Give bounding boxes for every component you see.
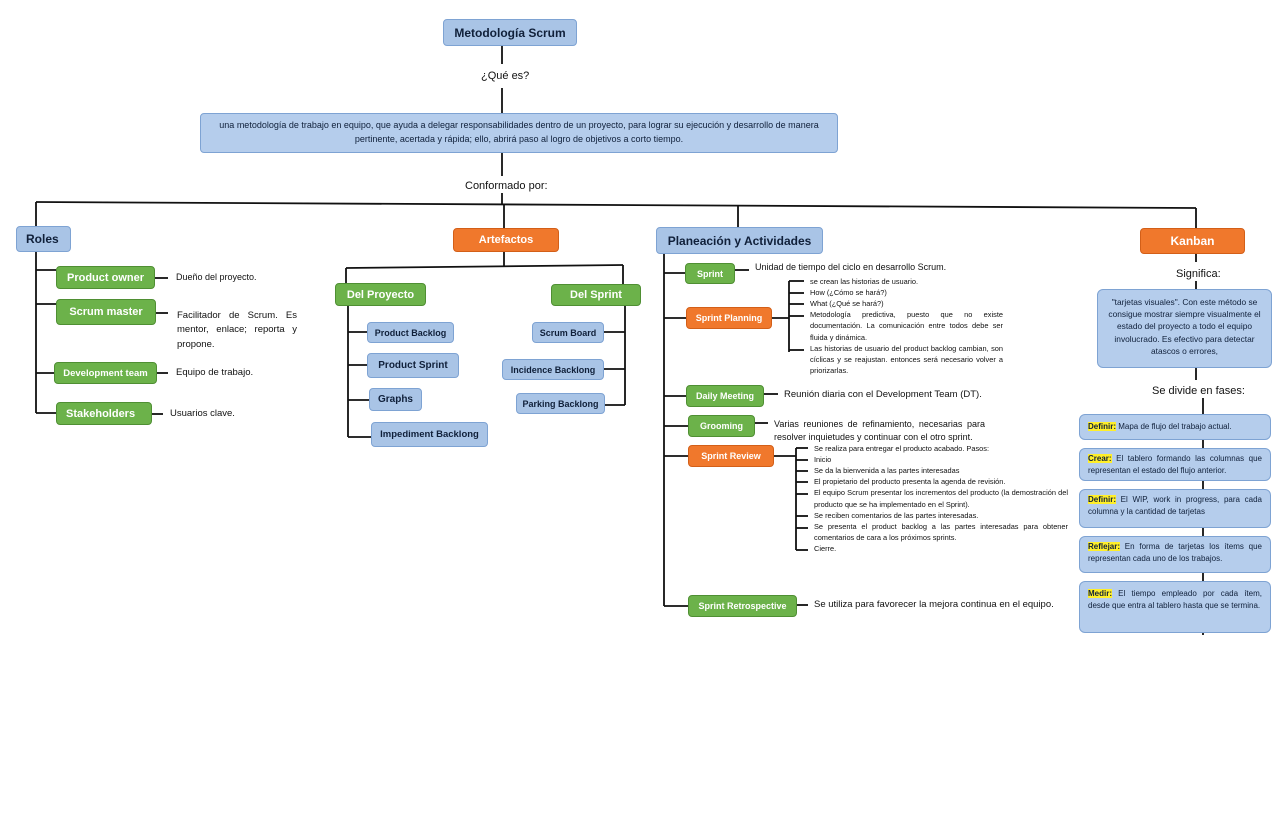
activity-daily-desc: Reunión diaria con el Development Team (… (784, 389, 982, 400)
activity-retro-desc: Se utiliza para favorecer la mejora cont… (814, 599, 1054, 610)
kanban-phase: Definir: El WIP, work in progress, para … (1079, 489, 1271, 528)
role-stakeholders: Stakeholders (56, 402, 152, 425)
planning-point: What (¿Qué se hará?) (810, 299, 884, 309)
phase-text: El tablero formando las columnas que rep… (1088, 454, 1262, 475)
artefacto-product-sprint: Product Sprint (367, 353, 459, 378)
review-point: El propietario del producto presenta la … (814, 477, 1006, 487)
role-desc-scrum-master: Facilitador de Scrum. Es mentor, enlace;… (177, 310, 297, 350)
review-point: Se presenta el product backlog a las par… (814, 521, 1068, 542)
review-point: Se reciben comentarios de las partes int… (814, 510, 979, 520)
activity-sprint-desc: Unidad de tiempo del ciclo en desarrollo… (755, 262, 947, 272)
phase-name: Crear: (1088, 454, 1112, 463)
kanban-phase: Medir: El tiempo empleado por cada ítem,… (1079, 581, 1271, 633)
artefacto-incidence-backlong: Incidence Backlong (502, 359, 604, 380)
role-development-team: Development team (54, 362, 157, 384)
activity-grooming: Grooming (688, 415, 755, 437)
activity-sprint-retrospective: Sprint Retrospective (688, 595, 797, 617)
composed-by-label: Conformado por: (465, 180, 548, 192)
planeacion-header: Planeación y Actividades (656, 227, 823, 254)
artefacto-graphs: Graphs (369, 388, 422, 411)
role-desc-development-team: Equipo de trabajo. (176, 367, 254, 378)
role-scrum-master: Scrum master (56, 299, 156, 325)
activity-daily-meeting: Daily Meeting (686, 385, 764, 407)
artefacto-scrum-board: Scrum Board (532, 322, 604, 343)
planning-point: Metodología predictiva, puesto que no ex… (810, 310, 1003, 342)
planning-point: How (¿Cómo se hará?) (810, 288, 887, 298)
del-proyecto-header: Del Proyecto (335, 283, 426, 306)
review-point: Se realiza para entregar el producto aca… (814, 444, 990, 453)
del-sprint-header: Del Sprint (551, 284, 641, 306)
activity-grooming-desc: Varias reuniones de refinamiento, necesa… (774, 419, 985, 443)
kanban-phase: Reflejar: En forma de tarjetas los ítems… (1079, 536, 1271, 573)
phase-text: El WIP, work in progress, para cada colu… (1088, 495, 1262, 516)
kanban-phase: Definir: Mapa de flujo del trabajo actua… (1079, 414, 1271, 440)
phase-text: Mapa de flujo del trabajo actual. (1116, 422, 1232, 431)
role-desc-product-owner: Dueño del proyecto. (176, 272, 257, 282)
phase-name: Medir: (1088, 589, 1112, 598)
activity-sprint-planning: Sprint Planning (686, 307, 772, 329)
planning-point: se crean las historias de usuario. (810, 277, 919, 286)
kanban-phase: Crear: El tablero formando las columnas … (1079, 448, 1271, 481)
definition-box: una metodología de trabajo en equipo, qu… (200, 113, 838, 153)
artefacto-product-backlog: Product Backlog (367, 322, 454, 343)
planning-point: Las historias de usuario del product bac… (810, 343, 1003, 375)
artefacto-impediment-backlong: Impediment Backlong (371, 422, 488, 447)
review-point: Inicio (814, 455, 832, 465)
phase-name: Definir: (1088, 422, 1116, 431)
activity-sprint: Sprint (685, 263, 735, 284)
review-point: El equipo Scrum presentar los incremento… (814, 488, 1068, 509)
phase-name: Reflejar: (1088, 542, 1121, 551)
review-point: Se da la bienvenida a las partes interes… (814, 466, 960, 476)
activity-sprint-review: Sprint Review (688, 445, 774, 467)
role-desc-stakeholders: Usuarios clave. (170, 408, 235, 419)
kanban-header: Kanban (1140, 228, 1245, 254)
sprint-review-points: Se realiza para entregar el producto aca… (814, 443, 1068, 554)
role-product-owner: Product owner (56, 266, 155, 289)
sprint-planning-points: se crean las historias de usuario. How (… (810, 276, 1003, 376)
review-point: Cierre. (814, 543, 837, 553)
kanban-means-label: Significa: (1176, 268, 1221, 280)
phase-text: El tiempo empleado por cada ítem, desde … (1088, 589, 1262, 610)
roles-header: Roles (16, 226, 71, 252)
title-box: Metodología Scrum (443, 19, 577, 46)
artefactos-header: Artefactos (453, 228, 559, 252)
question-label: ¿Qué es? (481, 70, 530, 82)
kanban-meaning-box: "tarjetas visuales". Con este método se … (1097, 289, 1272, 368)
phase-name: Definir: (1088, 495, 1116, 504)
artefacto-parking-backlong: Parking Backlong (516, 393, 605, 414)
kanban-phases-label: Se divide en fases: (1152, 385, 1245, 397)
phase-text: En forma de tarjetas los ítems que repre… (1088, 542, 1262, 563)
